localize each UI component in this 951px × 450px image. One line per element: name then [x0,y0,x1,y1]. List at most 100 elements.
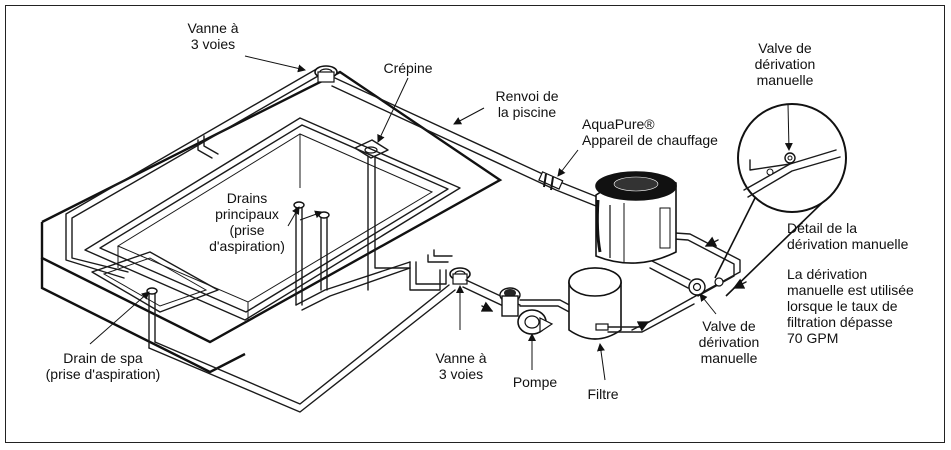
label-line: la piscine [497,104,557,120]
pump-discharge-pipe [519,299,576,309]
label-line: Vanne à [187,20,239,36]
label-line: Appareil de chauffage [582,132,718,148]
bypass-note: La dérivation manuelle est utilisée lors… [787,266,947,346]
label-line: 3 voies [438,366,484,382]
label-line: lorsque le taux de [787,298,898,314]
suction-riser [433,249,453,257]
pump [504,289,516,297]
spa-suction-pipe [154,284,450,405]
heater-panel [659,207,671,249]
return-loop-pipe [65,66,321,279]
detail-pipe [749,159,791,171]
label-line: dérivation [698,334,760,350]
heater-label: AquaPure® Appareil de chauffage [582,116,752,148]
spa-outline [91,251,219,313]
bypass-valve [714,277,724,287]
bypass-valve-bottom-label: Valve de dérivation manuelle [674,318,784,366]
spa-drain-label: Drain de spa (prise d'aspiration) [28,350,178,382]
label-line: 3 voies [190,36,236,52]
pool-rim-outer [84,117,461,321]
heater-fan [613,176,659,192]
return-branch [203,135,219,155]
pump-motor [524,315,540,329]
label-line: La dérivation [787,266,868,282]
label-line: dérivation manuelle [787,236,909,252]
label-line: principaux [215,206,279,222]
suction-pipe [295,261,411,306]
filter-outlet-pipe [607,303,695,333]
return-branch [197,139,213,159]
label-leader [287,206,300,227]
valve-3way-top-label: Vanne à 3 voies [168,20,258,52]
label-line: filtration dépasse [787,314,893,330]
suction-riser [427,254,449,263]
spa-suction-pipe [148,289,456,413]
suction-riser [415,261,447,285]
strainer-label: Crépine [383,60,433,76]
spa-deck-outline [40,258,246,374]
bypass-valve-top-label: Valve de dérivation manuelle [715,40,855,88]
label-leader [89,291,150,345]
label-line: Valve de [758,40,812,56]
flow-arrow [631,321,650,332]
pump-label: Pompe [512,374,558,390]
suction-riser [409,261,441,291]
bypass-detail-label: Détail de la dérivation manuelle [787,220,947,252]
filter-lid [568,267,622,297]
suction-pipe [301,267,411,311]
bypass-valve [692,282,702,292]
label-leader [453,107,485,125]
label-line: Valve de [702,318,756,334]
label-line: AquaPure® [582,116,655,132]
label-line: Renvoi de [495,88,559,104]
label-line: Détail de la [787,220,858,236]
label-line: (prise [229,222,265,238]
bypass-loop-pipe [659,231,741,299]
label-line: Drain de spa [63,350,143,366]
label-leader [299,210,323,221]
union-fitting [543,173,547,188]
return-line-label: Renvoi de la piscine [482,88,572,120]
label-line: Vanne à [435,350,487,366]
heater-side [595,199,602,253]
label-line: manuelle [700,350,758,366]
detail-leader [725,202,823,297]
label-leader [557,149,579,177]
pump [501,295,519,317]
return-line-pipe [331,85,597,207]
filter-label: Filtre [587,386,619,402]
union-fitting [550,176,554,191]
three-way-valve-bottom [452,273,468,285]
valve-3way-bottom-label: Vanne à 3 voies [416,350,506,382]
detail-valve [766,168,774,176]
pump-discharge-pipe [519,305,574,315]
flow-arrow [480,301,494,312]
label-line: d'aspiration) [209,238,285,254]
detail-leader [714,197,756,279]
diagram-frame [5,5,945,443]
label-line: Drains [226,190,268,206]
label-line: (prise d'aspiration) [45,366,161,382]
label-leader [784,103,793,151]
filter-outlet [595,323,609,331]
label-leader [244,55,306,73]
label-leader [377,77,409,143]
flow-arrow [704,236,719,247]
label-leader [597,343,606,381]
pool-rim-inner [99,124,449,313]
label-leader [699,293,717,315]
heater-inlet-pipe [649,259,691,281]
heater-inlet-pipe [649,267,689,289]
label-line: manuelle est utilisée [787,282,914,298]
strainer [364,146,378,154]
strainer [354,139,389,159]
label-line: dérivation [754,56,816,72]
strainer-pipe [374,155,411,269]
label-line: 70 GPM [787,330,839,346]
pump-motor [539,317,554,334]
three-way-valve-top [317,71,335,83]
main-drains-label: Drains principaux (prise d'aspiration) [192,190,302,254]
label-line: manuelle [756,72,814,88]
detail-pipe [747,156,841,198]
